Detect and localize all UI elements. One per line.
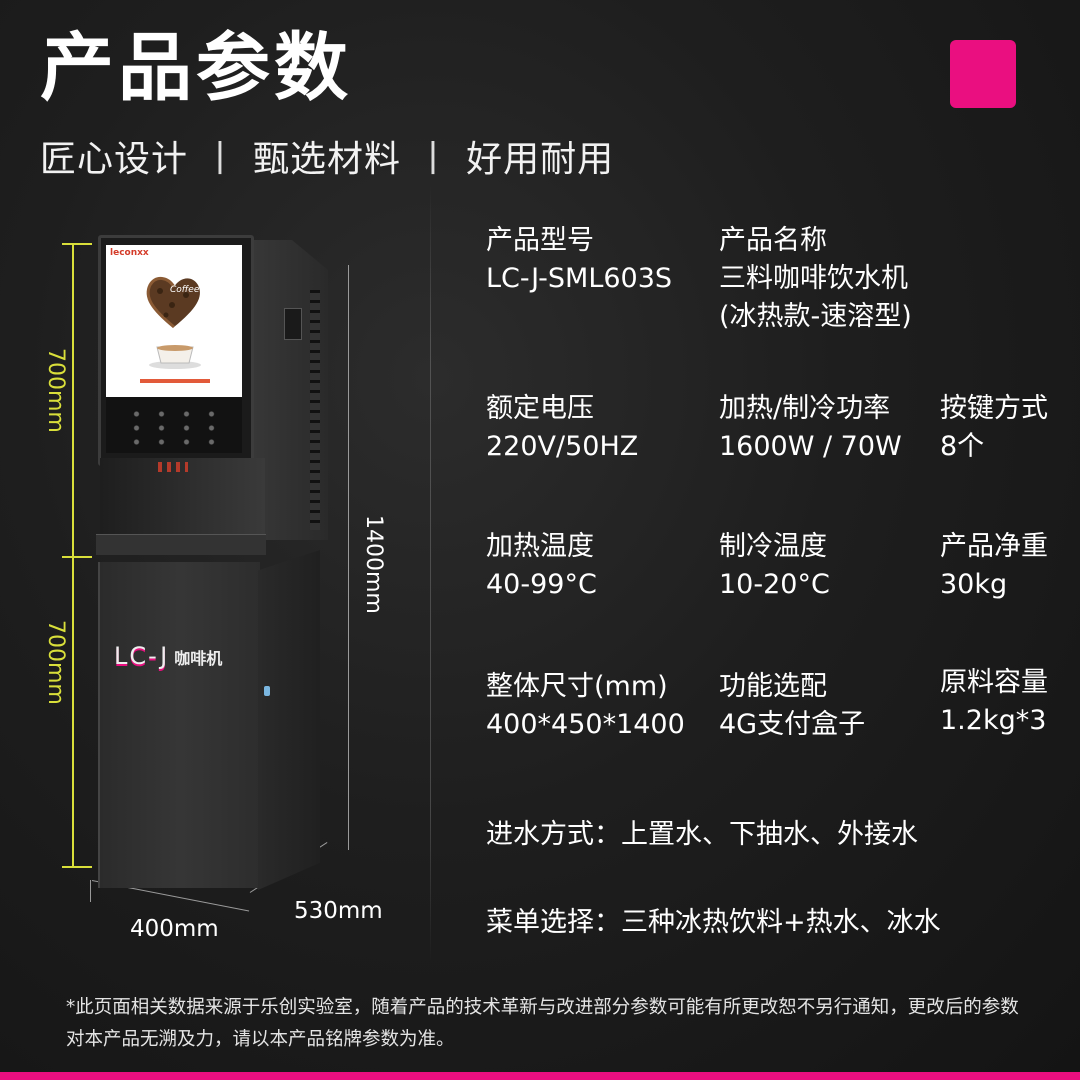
spec-label: 加热/制冷功率 <box>719 393 891 424</box>
spec-buttons: 按键方式 8个 <box>940 390 1048 466</box>
dimension-tick-top <box>62 243 92 245</box>
spec-label: 原料容量 <box>940 667 1048 698</box>
spec-value: 400*450*1400 <box>486 709 685 740</box>
footer-disclaimer: *此页面相关数据来源于乐创实验室，随着产品的技术革新与改进部分参数可能有所更改恕… <box>66 997 1019 1050</box>
screen-coffee-word: Coffee <box>170 285 200 295</box>
dimension-label-depth: 530mm <box>294 898 383 924</box>
accent-square <box>950 40 1016 108</box>
spec-value: 40-99°C <box>486 569 597 600</box>
spec-value: 1600W / 70W <box>719 431 902 462</box>
subtitle: 匠心设计 丨 甄选材料 丨 好用耐用 <box>40 130 614 182</box>
spec-value: 三料咖啡饮水机 (冰热款-速溶型) <box>719 263 912 332</box>
vertical-divider <box>430 185 431 965</box>
vent-slots <box>310 290 320 530</box>
bottom-accent-bar <box>0 1072 1080 1080</box>
spec-label: 制冷温度 <box>719 531 827 562</box>
coffee-machine-image: leconxx Coffee LC-J 咖啡机 <box>88 230 348 920</box>
machine-logo: LC-J 咖啡机 <box>114 642 222 670</box>
spec-label: 加热温度 <box>486 531 594 562</box>
subtitle-part-1: 匠心设计 <box>40 139 189 180</box>
spec-model: 产品型号 LC-J-SML603S <box>486 222 672 298</box>
cabinet-lock-icon <box>264 686 270 696</box>
total-height-line <box>348 265 349 850</box>
subtitle-separator: 丨 <box>202 139 240 180</box>
spec-value: 4G支付盒子 <box>719 709 866 740</box>
subtitle-separator: 丨 <box>415 139 453 180</box>
spec-power: 加热/制冷功率 1600W / 70W <box>719 390 902 466</box>
button-row-icon <box>124 407 224 447</box>
subtitle-part-3: 好用耐用 <box>466 139 615 180</box>
spec-label: 产品名称 <box>719 225 827 256</box>
dimension-tick-bottom <box>62 866 92 868</box>
spec-value: 220V/50HZ <box>486 431 639 462</box>
spec-menu-choice: 菜单选择：三种冰热饮料+热水、冰水 <box>486 907 941 938</box>
spec-value: 8个 <box>940 431 985 462</box>
drip-tray <box>96 534 266 555</box>
logo-subtext: 咖啡机 <box>174 649 223 668</box>
dimension-line-height <box>72 243 74 868</box>
spec-value: 10-20°C <box>719 569 830 600</box>
dispenser-nozzle-icon <box>158 462 188 472</box>
spec-value: 1.2kg*3 <box>940 705 1047 736</box>
spec-value: 30kg <box>940 569 1008 600</box>
dimension-label-upper: 700mm <box>43 348 68 433</box>
dimension-label-lower: 700mm <box>43 620 68 705</box>
width-line <box>90 880 91 902</box>
dimension-tick-mid <box>62 556 92 558</box>
spec-voltage: 额定电压 220V/50HZ <box>486 390 638 466</box>
spec-heat-temp: 加热温度 40-99°C <box>486 528 597 604</box>
subtitle-part-2: 甄选材料 <box>253 139 402 180</box>
side-handle <box>284 308 302 340</box>
spec-label: 按键方式 <box>940 393 1048 424</box>
spec-value: LC-J-SML603S <box>486 263 673 294</box>
spec-label: 产品型号 <box>486 225 594 256</box>
dimension-label-total: 1400mm <box>361 515 386 614</box>
dimension-label-width: 400mm <box>130 916 219 942</box>
page-title: 产品参数 <box>40 25 352 111</box>
spec-size: 整体尺寸(mm) 400*450*1400 <box>486 668 685 744</box>
spec-cool-temp: 制冷温度 10-20°C <box>719 528 830 604</box>
lower-cabinet-front <box>98 562 260 888</box>
control-panel <box>106 397 242 453</box>
logo-text: LC-J <box>114 642 170 670</box>
coffee-cup-icon <box>148 341 202 369</box>
spec-label: 整体尺寸(mm) <box>486 671 668 702</box>
spec-options: 功能选配 4G支付盒子 <box>719 668 865 744</box>
spec-label: 产品净重 <box>940 531 1048 562</box>
spec-weight: 产品净重 30kg <box>940 528 1048 604</box>
spec-label: 功能选配 <box>719 671 827 702</box>
screen-caption <box>140 379 210 383</box>
coffee-heart-icon <box>142 269 206 333</box>
spec-product-name: 产品名称 三料咖啡饮水机 (冰热款-速溶型) <box>719 222 912 336</box>
machine-screen: leconxx Coffee <box>106 245 242 397</box>
spec-label: 额定电压 <box>486 393 594 424</box>
lower-cabinet-side <box>258 550 320 890</box>
spec-capacity: 原料容量 1.2kg*3 <box>940 664 1048 740</box>
spec-water-intake: 进水方式：上置水、下抽水、外接水 <box>486 819 918 850</box>
screen-brand: leconxx <box>110 248 149 258</box>
